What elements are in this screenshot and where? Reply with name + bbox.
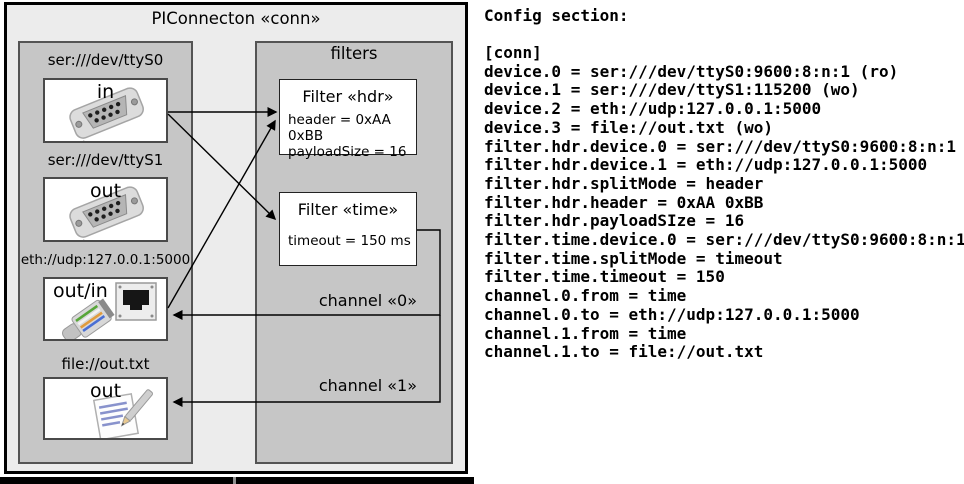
- channel-1-label: channel «1»: [318, 376, 417, 395]
- port-direction-label: in: [96, 81, 115, 103]
- filter-time-title: Filter «time»: [297, 200, 399, 219]
- filter-time-attribute: timeout = 150 ms: [288, 233, 411, 249]
- port-direction-label: out: [89, 180, 122, 202]
- ethernet-port-icon: [115, 282, 157, 321]
- device-label-ttys0: ser:///dev/ttyS0: [47, 51, 164, 69]
- config-section-text: [conn] device.0 = ser:///dev/ttyS0:9600:…: [484, 43, 964, 362]
- filter-hdr-attribute: header = 0xAA 0xBB: [288, 112, 391, 144]
- filter-hdr-attribute: payloadSize = 16: [288, 144, 407, 160]
- filter-hdr-title: Filter «hdr»: [302, 87, 394, 106]
- window-edge-notch: [233, 477, 236, 484]
- device-label-file: file://out.txt: [61, 355, 150, 373]
- channel-0-label: channel «0»: [318, 291, 417, 310]
- port-direction-label: out: [89, 380, 122, 402]
- device-box-file: out: [43, 377, 168, 440]
- serial-connector-icon: [69, 186, 144, 240]
- device-box-ttys0: in: [43, 78, 168, 143]
- diagram-title: PIConnecton «conn»: [151, 9, 321, 28]
- device-box-eth: out/in: [43, 277, 168, 341]
- serial-connector-icon: [69, 87, 144, 141]
- filter-box-hdr: Filter «hdr» header = 0xAA 0xBB payloadS…: [279, 79, 417, 160]
- device-label-eth: eth://udp:127.0.0.1:5000: [20, 252, 191, 268]
- device-box-ttys1: out: [43, 177, 168, 242]
- filters-panel-title: filters: [330, 44, 378, 63]
- config-section-heading: Config section:: [484, 6, 629, 25]
- file-note-icon: [92, 389, 153, 438]
- window-bottom-edge: [0, 477, 474, 484]
- ethernet-plug-icon: [61, 298, 115, 339]
- port-direction-label: out/in: [53, 280, 108, 302]
- filter-box-time: Filter «time» timeout = 150 ms: [279, 192, 417, 266]
- device-label-ttys1: ser:///dev/ttyS1: [47, 151, 164, 169]
